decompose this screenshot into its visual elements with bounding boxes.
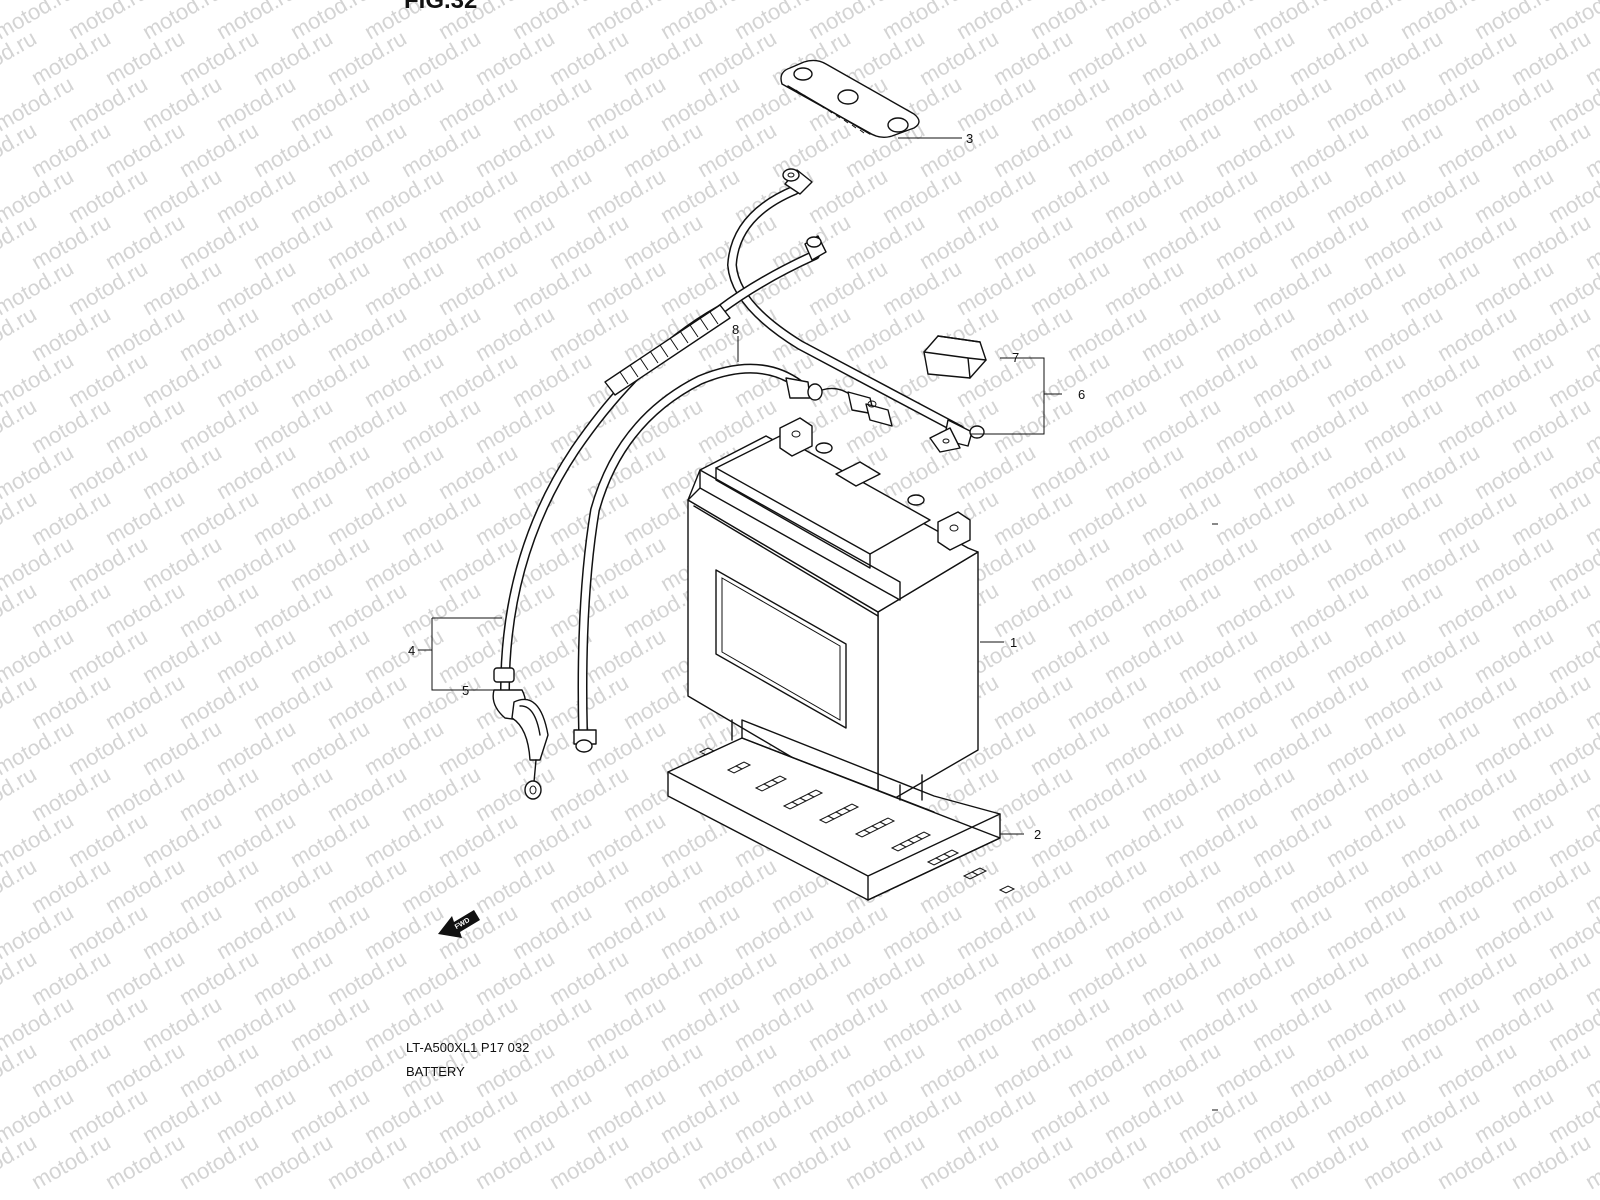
callout-4-label: 4 (408, 643, 415, 658)
positive-cable-part (727, 168, 985, 453)
battery-tray-part (667, 719, 1016, 901)
lead-wire-part (573, 363, 893, 753)
negative-cable-part (492, 235, 827, 800)
terminal-cap-part (923, 335, 987, 379)
callout-3-label: 3 (966, 131, 973, 146)
model-code-caption: LT-A500XL1 P17 032 (406, 1040, 529, 1055)
figure-title: FIG.32 (404, 0, 477, 14)
tray-holes (698, 747, 1016, 894)
callout-1-label: 1 (1010, 635, 1017, 650)
section-name-caption: BATTERY (406, 1064, 465, 1079)
callout-7-label: 7 (1012, 350, 1019, 365)
callout-8-label: 8 (732, 322, 739, 337)
callout-2-label: 2 (1034, 827, 1041, 842)
callout-6-label: 6 (1078, 387, 1085, 402)
fwd-arrow-icon: FWD (438, 910, 480, 938)
leader-lines (418, 137, 1062, 835)
callout-5-label: 5 (462, 683, 469, 698)
battery-band-part (780, 59, 920, 139)
